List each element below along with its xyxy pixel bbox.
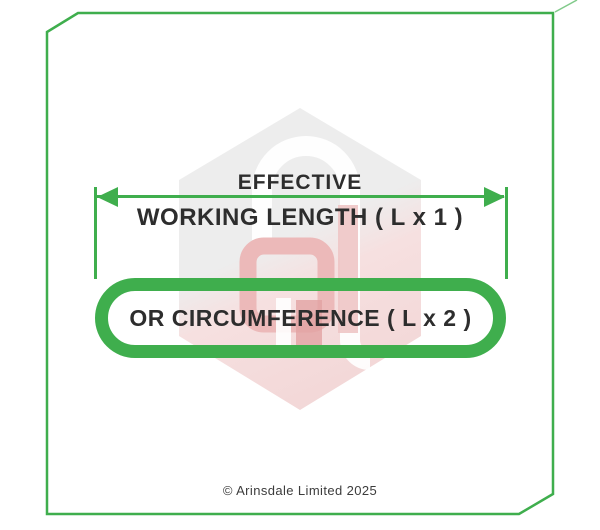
arrowhead-right-icon [484, 187, 505, 207]
arinsdale-logo-watermark [179, 108, 421, 410]
working-length-label: WORKING LENGTH ( L x 1 ) [136, 204, 464, 231]
effective-label: EFFECTIVE [237, 171, 363, 194]
right-extent-tick [505, 187, 508, 279]
logo-letter-highlight [276, 298, 291, 358]
copyright-text: © Arinsdale Limited 2025 [222, 483, 378, 498]
arrow-shaft [97, 195, 504, 198]
arrowhead-left-icon [97, 187, 118, 207]
logo-letter-stem [338, 205, 358, 333]
frame-border [45, 11, 555, 516]
circumference-pill: OR CIRCUMFERENCE ( L x 2 ) [95, 278, 506, 358]
corner-accent-line [554, 0, 578, 13]
circumference-label: OR CIRCUMFERENCE ( L x 2 ) [129, 304, 472, 331]
left-extent-tick [94, 187, 97, 279]
